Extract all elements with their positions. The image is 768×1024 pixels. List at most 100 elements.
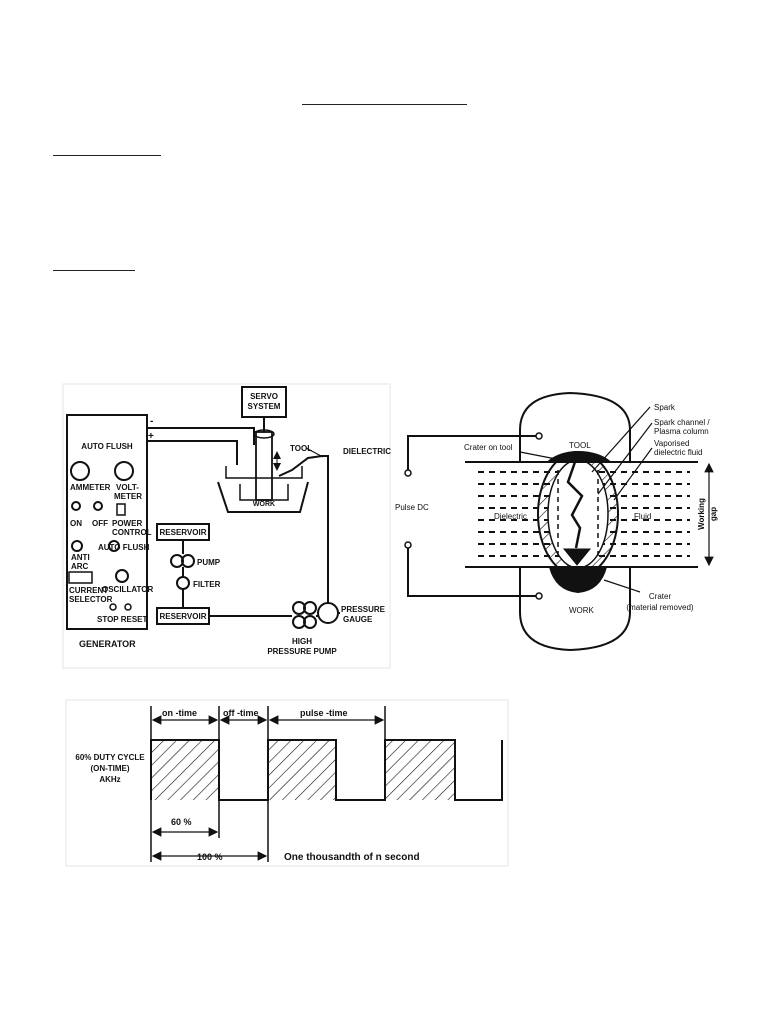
crater-on-tool bbox=[545, 450, 613, 463]
label-100-percent: 100 % bbox=[197, 852, 223, 862]
label-vaporised-1: Vaporised bbox=[654, 439, 689, 448]
label-reservoir-bottom: RESERVOIR bbox=[160, 612, 207, 621]
label-pump: PUMP bbox=[197, 558, 221, 567]
pulse-2-fill bbox=[268, 740, 336, 800]
label-auto-flush-top: AUTO FLUSH bbox=[81, 442, 133, 451]
label-oscillator: OSCILLATOR bbox=[102, 585, 153, 594]
pulse-1-fill bbox=[151, 740, 219, 800]
tool-electrode-outline bbox=[519, 391, 631, 462]
label-reservoir-top: RESERVOIR bbox=[160, 528, 207, 537]
negative-wire bbox=[147, 427, 255, 445]
hp-pump-rotor-2 bbox=[303, 601, 317, 615]
positive-wire bbox=[147, 440, 238, 465]
figure-1-frame bbox=[62, 383, 391, 669]
label-spark: Spark bbox=[654, 403, 676, 412]
hp-pump-rotor-4 bbox=[303, 615, 317, 629]
label-filter: FILTER bbox=[193, 580, 221, 589]
section-2-underline bbox=[53, 270, 135, 271]
label-generator: GENERATOR bbox=[79, 639, 136, 649]
label-voltmeter-2: METER bbox=[114, 492, 142, 501]
label-system: SYSTEM bbox=[248, 402, 281, 411]
label-pressure-pump: PRESSURE PUMP bbox=[267, 647, 337, 656]
label-fluid: Fluid bbox=[634, 512, 651, 521]
section-1-underline bbox=[53, 155, 161, 156]
label-crater-on-tool: Crater on tool bbox=[464, 443, 513, 452]
label-current: CURRENT bbox=[69, 586, 108, 595]
pulse-3-fill bbox=[385, 740, 455, 800]
oscillator-knob bbox=[115, 569, 129, 583]
leader-lines bbox=[519, 406, 653, 593]
work-tank bbox=[217, 481, 309, 513]
current-selector-box bbox=[68, 571, 93, 584]
pulse-dc-bottom-wire bbox=[407, 548, 536, 597]
power-control-knob bbox=[116, 503, 126, 516]
duty-cycle-diagram bbox=[65, 699, 509, 867]
duty-cycle-labels: on -time off -time pulse -time 60% DUTY … bbox=[75, 708, 419, 863]
label-60-percent: 60 % bbox=[171, 817, 192, 827]
label-off: OFF bbox=[92, 519, 108, 528]
label-gauge: GAUGE bbox=[343, 615, 373, 624]
spark-bolt bbox=[566, 461, 584, 549]
label-gap: gap bbox=[709, 507, 718, 521]
pump-rotor-right bbox=[181, 554, 195, 568]
reset-button bbox=[124, 603, 132, 611]
label-off-time: off -time bbox=[223, 708, 259, 718]
label-minus: - bbox=[150, 416, 153, 427]
ammeter-dial bbox=[70, 461, 90, 481]
label-selector: SELECTOR bbox=[69, 595, 113, 604]
pressure-gauge bbox=[317, 602, 339, 624]
spark-gap-diagram bbox=[404, 391, 714, 652]
off-switch bbox=[93, 501, 103, 511]
label-crater: Crater bbox=[649, 592, 672, 601]
edm-setup-labels: AUTO FLUSH AMMETER VOLT- METER ON OFF PO… bbox=[69, 392, 391, 656]
stop-button bbox=[109, 603, 117, 611]
dielectric-supply-line bbox=[278, 455, 329, 574]
title-underline bbox=[302, 104, 467, 105]
crater-on-work bbox=[548, 566, 608, 594]
label-work: WORK bbox=[253, 501, 275, 508]
label-tool: TOOL bbox=[290, 444, 312, 453]
generator-panel bbox=[66, 414, 148, 630]
label-plus: + bbox=[148, 431, 154, 442]
anti-arc-switch bbox=[71, 540, 83, 552]
tool-electrode bbox=[255, 431, 273, 501]
label-on-time: on -time bbox=[162, 708, 197, 718]
spark-gap-labels: Spark Spark channel / Plasma column Vapo… bbox=[395, 403, 718, 615]
label-spark-channel-1: Spark channel / bbox=[654, 418, 710, 427]
workpiece bbox=[239, 484, 289, 501]
label-vaporised-2: dielectric fluid bbox=[654, 448, 702, 457]
label-tool: TOOL bbox=[569, 441, 591, 450]
label-dielectric: DIELECTRIC bbox=[343, 447, 391, 456]
label-duty-cycle: 60% DUTY CYCLE bbox=[75, 753, 145, 762]
label-auto-flush: AUTO FLUSH bbox=[98, 543, 150, 552]
label-spark-channel-2: Plasma column bbox=[654, 427, 709, 436]
filter bbox=[176, 576, 190, 590]
label-power-2: CONTROL bbox=[112, 528, 152, 537]
edm-setup-diagram bbox=[62, 383, 391, 669]
pulse-dc-top-wire bbox=[407, 435, 536, 470]
label-servo: SERVO bbox=[250, 392, 278, 401]
label-high: HIGH bbox=[292, 637, 312, 646]
label-on-time-paren: (ON-TIME) bbox=[90, 764, 129, 773]
label-working: Working bbox=[697, 498, 706, 530]
label-power-1: POWER bbox=[112, 519, 142, 528]
on-switch bbox=[71, 501, 81, 511]
label-akhz: AKHz bbox=[99, 775, 120, 784]
label-dielectric: Dielectric bbox=[494, 512, 527, 521]
label-period-note: One thousandth of n second bbox=[284, 852, 420, 863]
voltmeter-dial bbox=[114, 461, 134, 481]
label-stop-reset: STOP RESET bbox=[97, 615, 148, 624]
label-voltmeter-1: VOLT- bbox=[116, 483, 139, 492]
square-waveform bbox=[150, 739, 503, 801]
label-pulse-dc: Pulse DC bbox=[395, 503, 429, 512]
label-pressure: PRESSURE bbox=[341, 605, 386, 614]
label-arc: ARC bbox=[71, 562, 89, 571]
label-on: ON bbox=[70, 519, 82, 528]
label-anti: ANTI bbox=[71, 553, 90, 562]
label-ammeter: AMMETER bbox=[70, 483, 111, 492]
label-material-removed: (material removed) bbox=[626, 603, 693, 612]
work-electrode-outline bbox=[519, 567, 631, 652]
figure-3-frame bbox=[65, 699, 509, 867]
auto-flush-switch bbox=[108, 540, 120, 552]
